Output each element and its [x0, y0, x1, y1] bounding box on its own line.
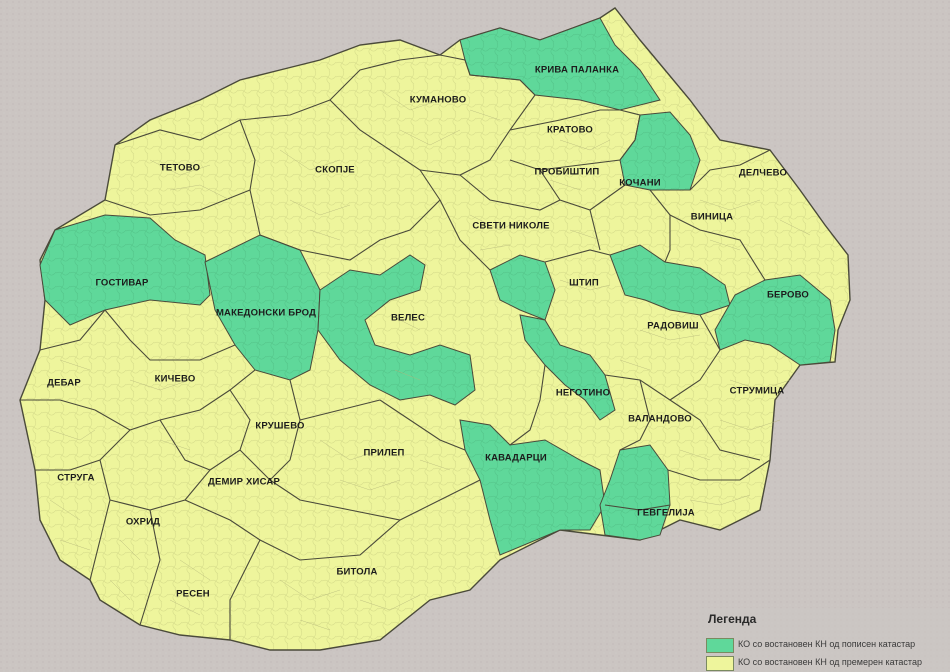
- green-region-gevgelija: [599, 444, 671, 541]
- legend-swatch-yellow: [706, 656, 734, 671]
- green-region-negotino-strip: [519, 314, 616, 421]
- green-region-gostivar: [39, 214, 211, 326]
- map-legend: Легенда КО со востановен КН од пописен к…: [700, 608, 950, 672]
- legend-item-yellow: КО со востановен КН од премерен катастар: [706, 656, 950, 671]
- legend-background: [700, 608, 950, 672]
- legend-swatch-green: [706, 638, 734, 653]
- green-region-shtip-west: [489, 254, 556, 321]
- green-region-berovo: [714, 274, 836, 366]
- legend-title: Легенда: [708, 612, 757, 626]
- legend-item-green: КО со востановен КН од пописен катастар: [706, 638, 950, 653]
- legend-label-yellow: КО со востановен КН од премерен катастар: [738, 657, 922, 667]
- cadastral-parcel-lines: [49, 89, 811, 631]
- legend-label-green: КО со востановен КН од пописен катастар: [738, 639, 916, 649]
- municipality-borders: [20, 54, 771, 640]
- green-region-kavadarci: [459, 419, 606, 556]
- green-region-veles-band: [317, 254, 476, 406]
